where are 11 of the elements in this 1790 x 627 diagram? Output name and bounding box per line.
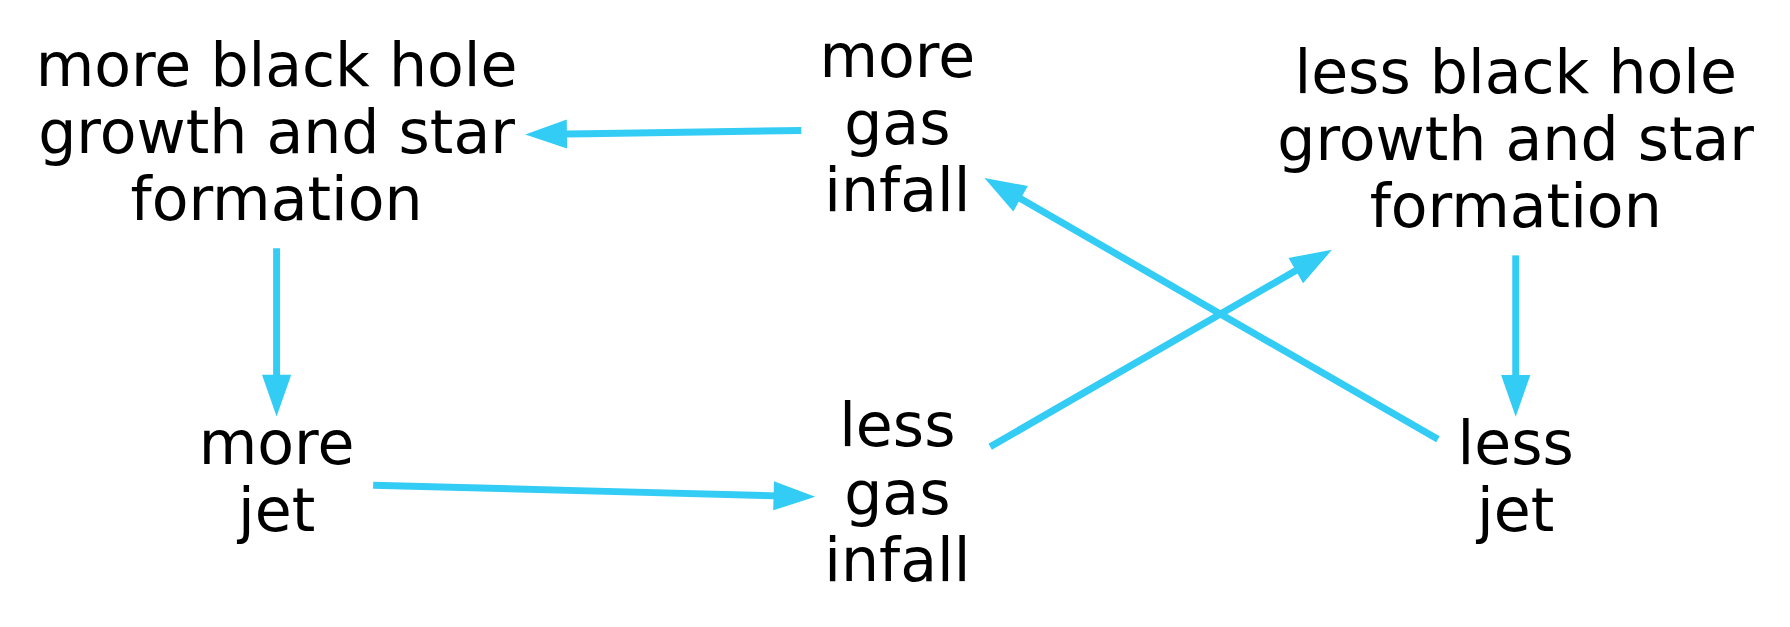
arrow [262,247,292,417]
node-text: more jet [198,407,355,545]
arrow [525,118,802,149]
node-text: less jet [1457,407,1574,545]
node-text: more black hole growth and star formation [35,29,518,234]
arrow [984,177,1440,442]
node-text: more gas infall [819,20,976,225]
node-text: less gas infall [824,389,971,595]
arrow [1501,254,1531,417]
node-text: less black hole growth and star formation [1277,36,1755,241]
arrow [988,249,1332,450]
